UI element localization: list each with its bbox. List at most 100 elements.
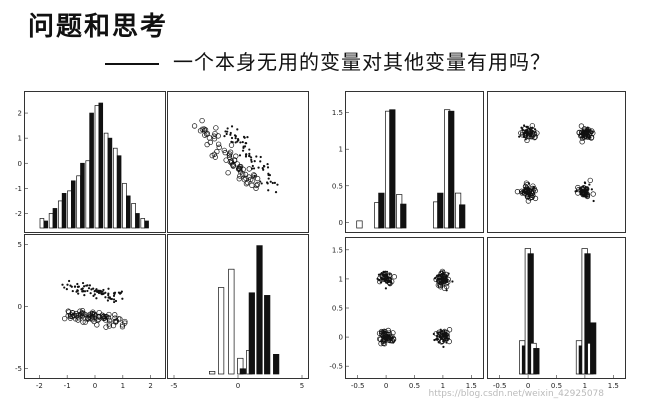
point-open: [237, 165, 243, 171]
point-dot: [267, 189, 270, 192]
point-dot: [384, 270, 387, 273]
point-dot: [266, 166, 270, 169]
bar: [57, 200, 63, 229]
point-dot: [526, 193, 529, 196]
point-dot: [581, 134, 584, 137]
y-tick-label: 0: [18, 160, 22, 168]
x-tick-label: 1: [121, 382, 125, 390]
point-dot: [121, 297, 124, 300]
point-open: [436, 332, 443, 338]
point-dot: [446, 280, 449, 284]
x-tick-label: 1: [441, 382, 445, 390]
point-dot: [90, 288, 93, 291]
panel-a12: [167, 91, 309, 233]
point-open: [78, 312, 84, 318]
point-open: [243, 181, 250, 187]
y-tick-label: -1: [15, 185, 22, 193]
point-dot: [77, 285, 80, 288]
point-open: [522, 132, 529, 139]
bar: [256, 245, 263, 375]
point-open: [381, 341, 388, 347]
bar: [39, 218, 45, 229]
point-open: [225, 170, 231, 176]
point-open: [115, 316, 122, 322]
point-dot: [112, 298, 116, 301]
y-tick-label: 0: [18, 303, 22, 311]
point-dot: [230, 125, 234, 128]
point-open: [377, 275, 383, 282]
chart-c11: 1.510.50: [332, 109, 466, 229]
point-dot: [523, 190, 526, 194]
point-dot: [253, 160, 256, 163]
point-open: [214, 148, 220, 155]
point-open: [231, 157, 238, 163]
point-open: [578, 123, 585, 129]
point-dot: [388, 273, 391, 276]
point-dot: [586, 126, 589, 129]
point-open: [79, 308, 86, 314]
point-dot: [385, 270, 389, 273]
point-open: [213, 125, 219, 131]
point-dot: [589, 129, 592, 132]
point-dot: [244, 155, 248, 158]
point-open: [112, 315, 118, 321]
point-dot: [267, 173, 270, 177]
x-tick-label: 0: [526, 382, 530, 390]
bar: [94, 105, 100, 229]
bar: [144, 220, 149, 229]
point-dot: [585, 135, 588, 138]
point-open: [106, 311, 112, 318]
point-open: [590, 191, 596, 197]
point-dot: [262, 168, 265, 171]
point-dot: [531, 188, 534, 191]
point-open: [228, 142, 235, 148]
point-open: [239, 171, 246, 177]
bar: [400, 203, 407, 229]
point-dot: [436, 338, 440, 341]
point-dot: [93, 293, 96, 296]
point-dot: [229, 133, 232, 136]
point-open: [106, 317, 113, 324]
point-dot: [391, 336, 394, 339]
point-dot: [442, 345, 445, 349]
chart-c12: [514, 123, 596, 204]
point-open: [243, 175, 249, 181]
point-dot: [526, 125, 529, 128]
point-open: [221, 147, 227, 154]
point-open: [576, 187, 582, 193]
point-open: [207, 139, 213, 146]
bar: [218, 287, 225, 375]
point-dot: [102, 292, 105, 295]
bar: [448, 110, 455, 229]
subtitle-dash: [105, 62, 159, 65]
point-open: [575, 190, 581, 196]
point-open: [72, 316, 79, 322]
bar: [85, 160, 91, 229]
point-dot: [532, 186, 536, 189]
point-dot: [81, 287, 84, 291]
x-tick-label: 0: [384, 382, 388, 390]
point-dot: [523, 124, 526, 127]
point-dot: [259, 160, 262, 163]
point-open: [529, 123, 535, 129]
y-tick-label: -0.5: [329, 363, 343, 371]
point-open: [442, 334, 448, 340]
x-tick-label: -0.5: [351, 382, 365, 390]
point-dot: [441, 284, 444, 287]
point-open: [212, 130, 218, 137]
page-subtitle: 一个本身无用的变量对其他变量有用吗？: [105, 46, 551, 75]
point-dot: [590, 132, 593, 135]
point-dot: [233, 134, 237, 137]
bar: [533, 348, 540, 375]
point-open: [202, 132, 208, 138]
point-dot: [584, 182, 587, 185]
point-dot: [266, 182, 269, 185]
point-open: [241, 177, 248, 183]
point-dot: [65, 288, 68, 291]
point-open: [385, 327, 391, 334]
point-dot: [230, 136, 234, 140]
point-dot: [530, 191, 533, 195]
